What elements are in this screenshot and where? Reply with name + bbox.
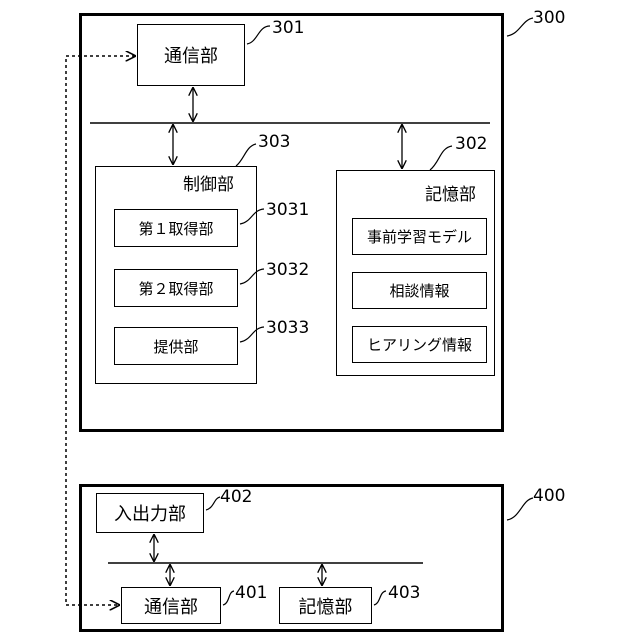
ref-400: 400 [533,486,565,506]
leader-301 [247,26,270,44]
leader-3031 [240,209,264,224]
ref-303: 303 [258,132,290,152]
ref-403: 403 [388,583,420,603]
leader-300 [507,18,533,36]
ref-402: 402 [220,487,252,507]
ref-3031: 3031 [266,200,309,220]
network-link [66,56,135,605]
ref-300: 300 [533,8,565,28]
leader-401 [223,591,234,605]
leader-402 [206,497,220,510]
ref-3032: 3032 [266,260,309,280]
leader-3033 [240,327,264,342]
leader-302 [430,146,452,170]
ref-401: 401 [235,583,267,603]
ref-301: 301 [272,18,304,38]
leader-400 [507,498,533,520]
ref-3033: 3033 [266,318,309,338]
leader-3032 [240,269,264,284]
leader-303 [236,144,256,166]
ref-302: 302 [455,134,487,154]
leader-403 [374,591,386,605]
